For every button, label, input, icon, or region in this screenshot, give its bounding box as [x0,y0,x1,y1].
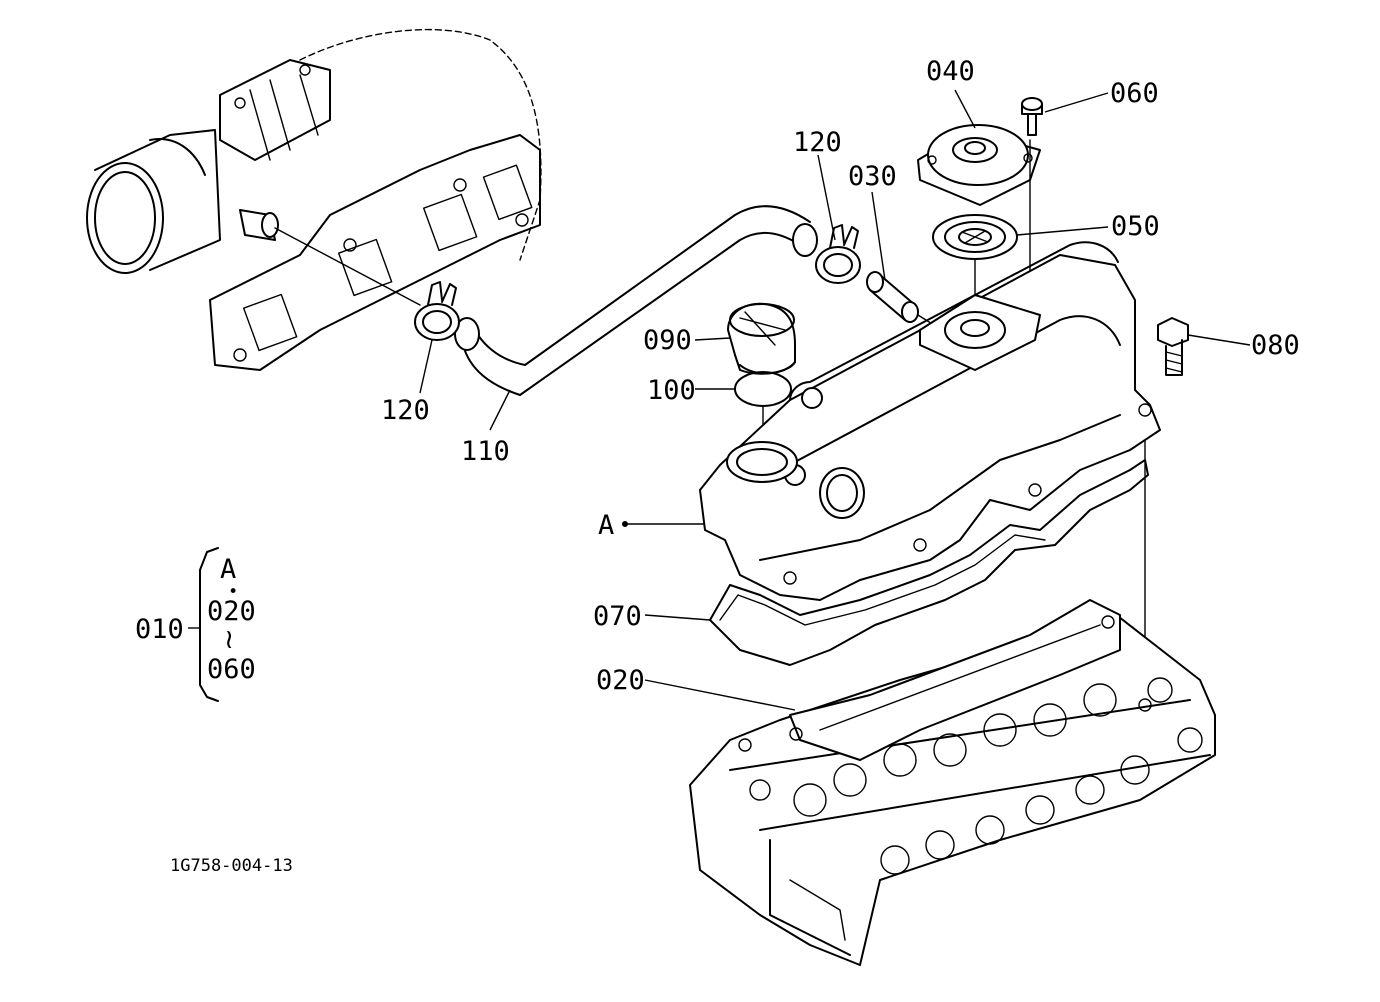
hose-clamp-120-left [414,281,460,341]
intake-manifold [86,28,542,371]
callout-040: 040 [926,56,975,87]
callout-120-top: 120 [793,127,842,158]
callout-090: 090 [643,325,692,356]
callout-100: 100 [647,375,696,406]
callout-050: 050 [1111,211,1160,242]
diaphragm-050 [932,214,1018,260]
manifold-outlet [86,162,164,274]
o-ring-100 [734,371,792,407]
callout-labels: 040 060 120 030 050 080 090 100 120 110 … [381,56,1300,696]
callout-030: 030 [848,161,897,192]
head-cover-gasket-070 [709,459,1149,666]
cylinder-head-cover [699,241,1161,601]
legend-bracket [199,547,219,702]
pipe-030 [866,271,919,323]
breather-hose-110 [454,205,818,396]
callout-020: 020 [596,665,645,696]
figure-code: 1G758-004-13 [170,856,293,876]
legend-ref-a: A [220,554,236,585]
hose-clamp-120-top [815,224,861,284]
assembly-number: 010 [135,614,184,645]
cylinder-head [689,599,1216,966]
legend-range-sep: ≀ [224,624,234,655]
callout-a: A [598,510,614,541]
callout-070: 070 [593,601,642,632]
legend-range-end: 060 [207,654,256,685]
bolt-080 [1157,317,1189,376]
legend-range-start: 020 [207,596,256,627]
guide-line-manifold [274,227,421,306]
callout-110: 110 [461,436,510,467]
callout-060: 060 [1110,78,1159,109]
callout-120-left: 120 [381,395,430,426]
callout-080: 080 [1251,330,1300,361]
oil-filler-cap-090 [727,302,796,375]
breather-cover-040 [917,124,1041,206]
assembly-legend: 010 A • 020 ≀ 060 [135,547,256,702]
screw-060 [1021,97,1043,136]
leader-lines [419,89,1251,711]
legend-dot: • [228,582,238,602]
